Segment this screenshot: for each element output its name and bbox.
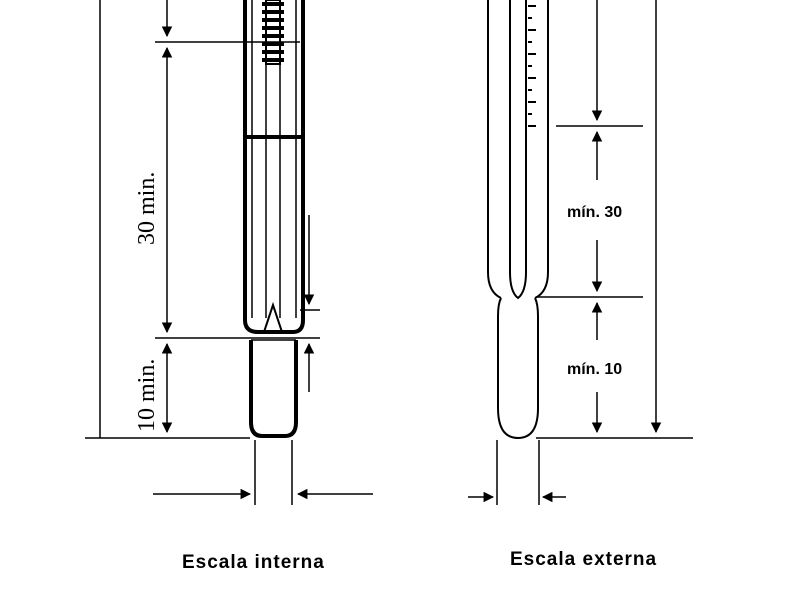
external-label-30: mín. 30 — [567, 204, 622, 221]
internal-scale-coil — [262, 0, 284, 65]
external-scale-ticks — [528, 5, 536, 127]
internal-scale-thermometer — [243, 0, 305, 505]
external-label-10: mín. 10 — [567, 361, 622, 378]
internal-scale-caption: Escala interna — [182, 552, 325, 573]
external-dimensions: mín. 30 mín. 10 — [468, 0, 693, 503]
internal-bulb — [249, 340, 298, 438]
internal-dimensions: 30 min. 10 min. — [85, 0, 373, 500]
internal-label-30: 30 min. — [134, 172, 160, 245]
external-tube-right — [534, 0, 549, 299]
internal-label-10: 10 min. — [134, 359, 160, 432]
internal-outer-tube — [243, 0, 305, 334]
external-tube-left — [487, 0, 502, 299]
external-scale-thermometer — [487, 0, 549, 505]
external-scale-caption: Escala externa — [510, 549, 658, 570]
external-bulb — [497, 297, 539, 440]
internal-bottom-triangle — [262, 301, 284, 333]
external-capillary — [509, 0, 527, 300]
